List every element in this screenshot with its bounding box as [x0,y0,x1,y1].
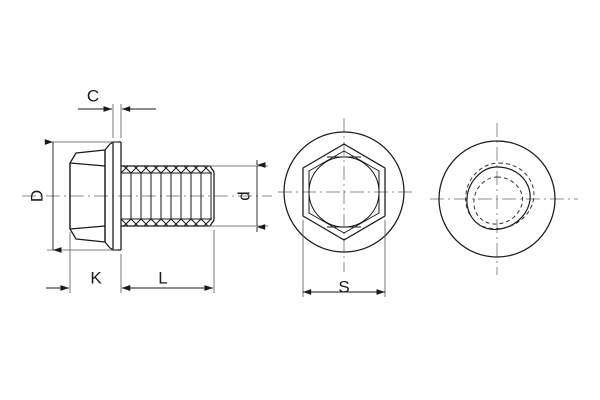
dimension-S: S [302,220,386,297]
point-view-hidden-minor-profile [473,176,524,225]
dimension-D: D [27,139,118,253]
head-view-hexagon-inner [308,150,380,234]
head-view-flange-circle [283,131,405,253]
dimension-D-label: D [27,190,46,202]
dimension-C-label: C [87,86,99,105]
thread-profile-lines [120,165,212,227]
dimension-K: K [46,232,140,293]
dimension-d: d [205,160,268,232]
head-end-view: S [278,118,412,297]
threaded-shank [121,165,215,227]
dimension-S-label: S [338,277,349,296]
dimension-d-label: d [234,191,253,200]
dimension-C: C [78,86,156,138]
point-end-view [430,123,578,275]
point-view-trilobular-profile [466,166,531,230]
side-elevation-view: C D d [22,86,272,293]
head-view-hexagon-outer [302,143,386,241]
point-view-hidden-major-profile [465,162,535,230]
point-view-flange-circle [438,140,556,258]
dimension-L: L [121,230,215,293]
dimension-L-label: L [158,268,167,287]
head-view-chamfer-flats [327,156,361,228]
dimension-K-label: K [90,268,102,287]
